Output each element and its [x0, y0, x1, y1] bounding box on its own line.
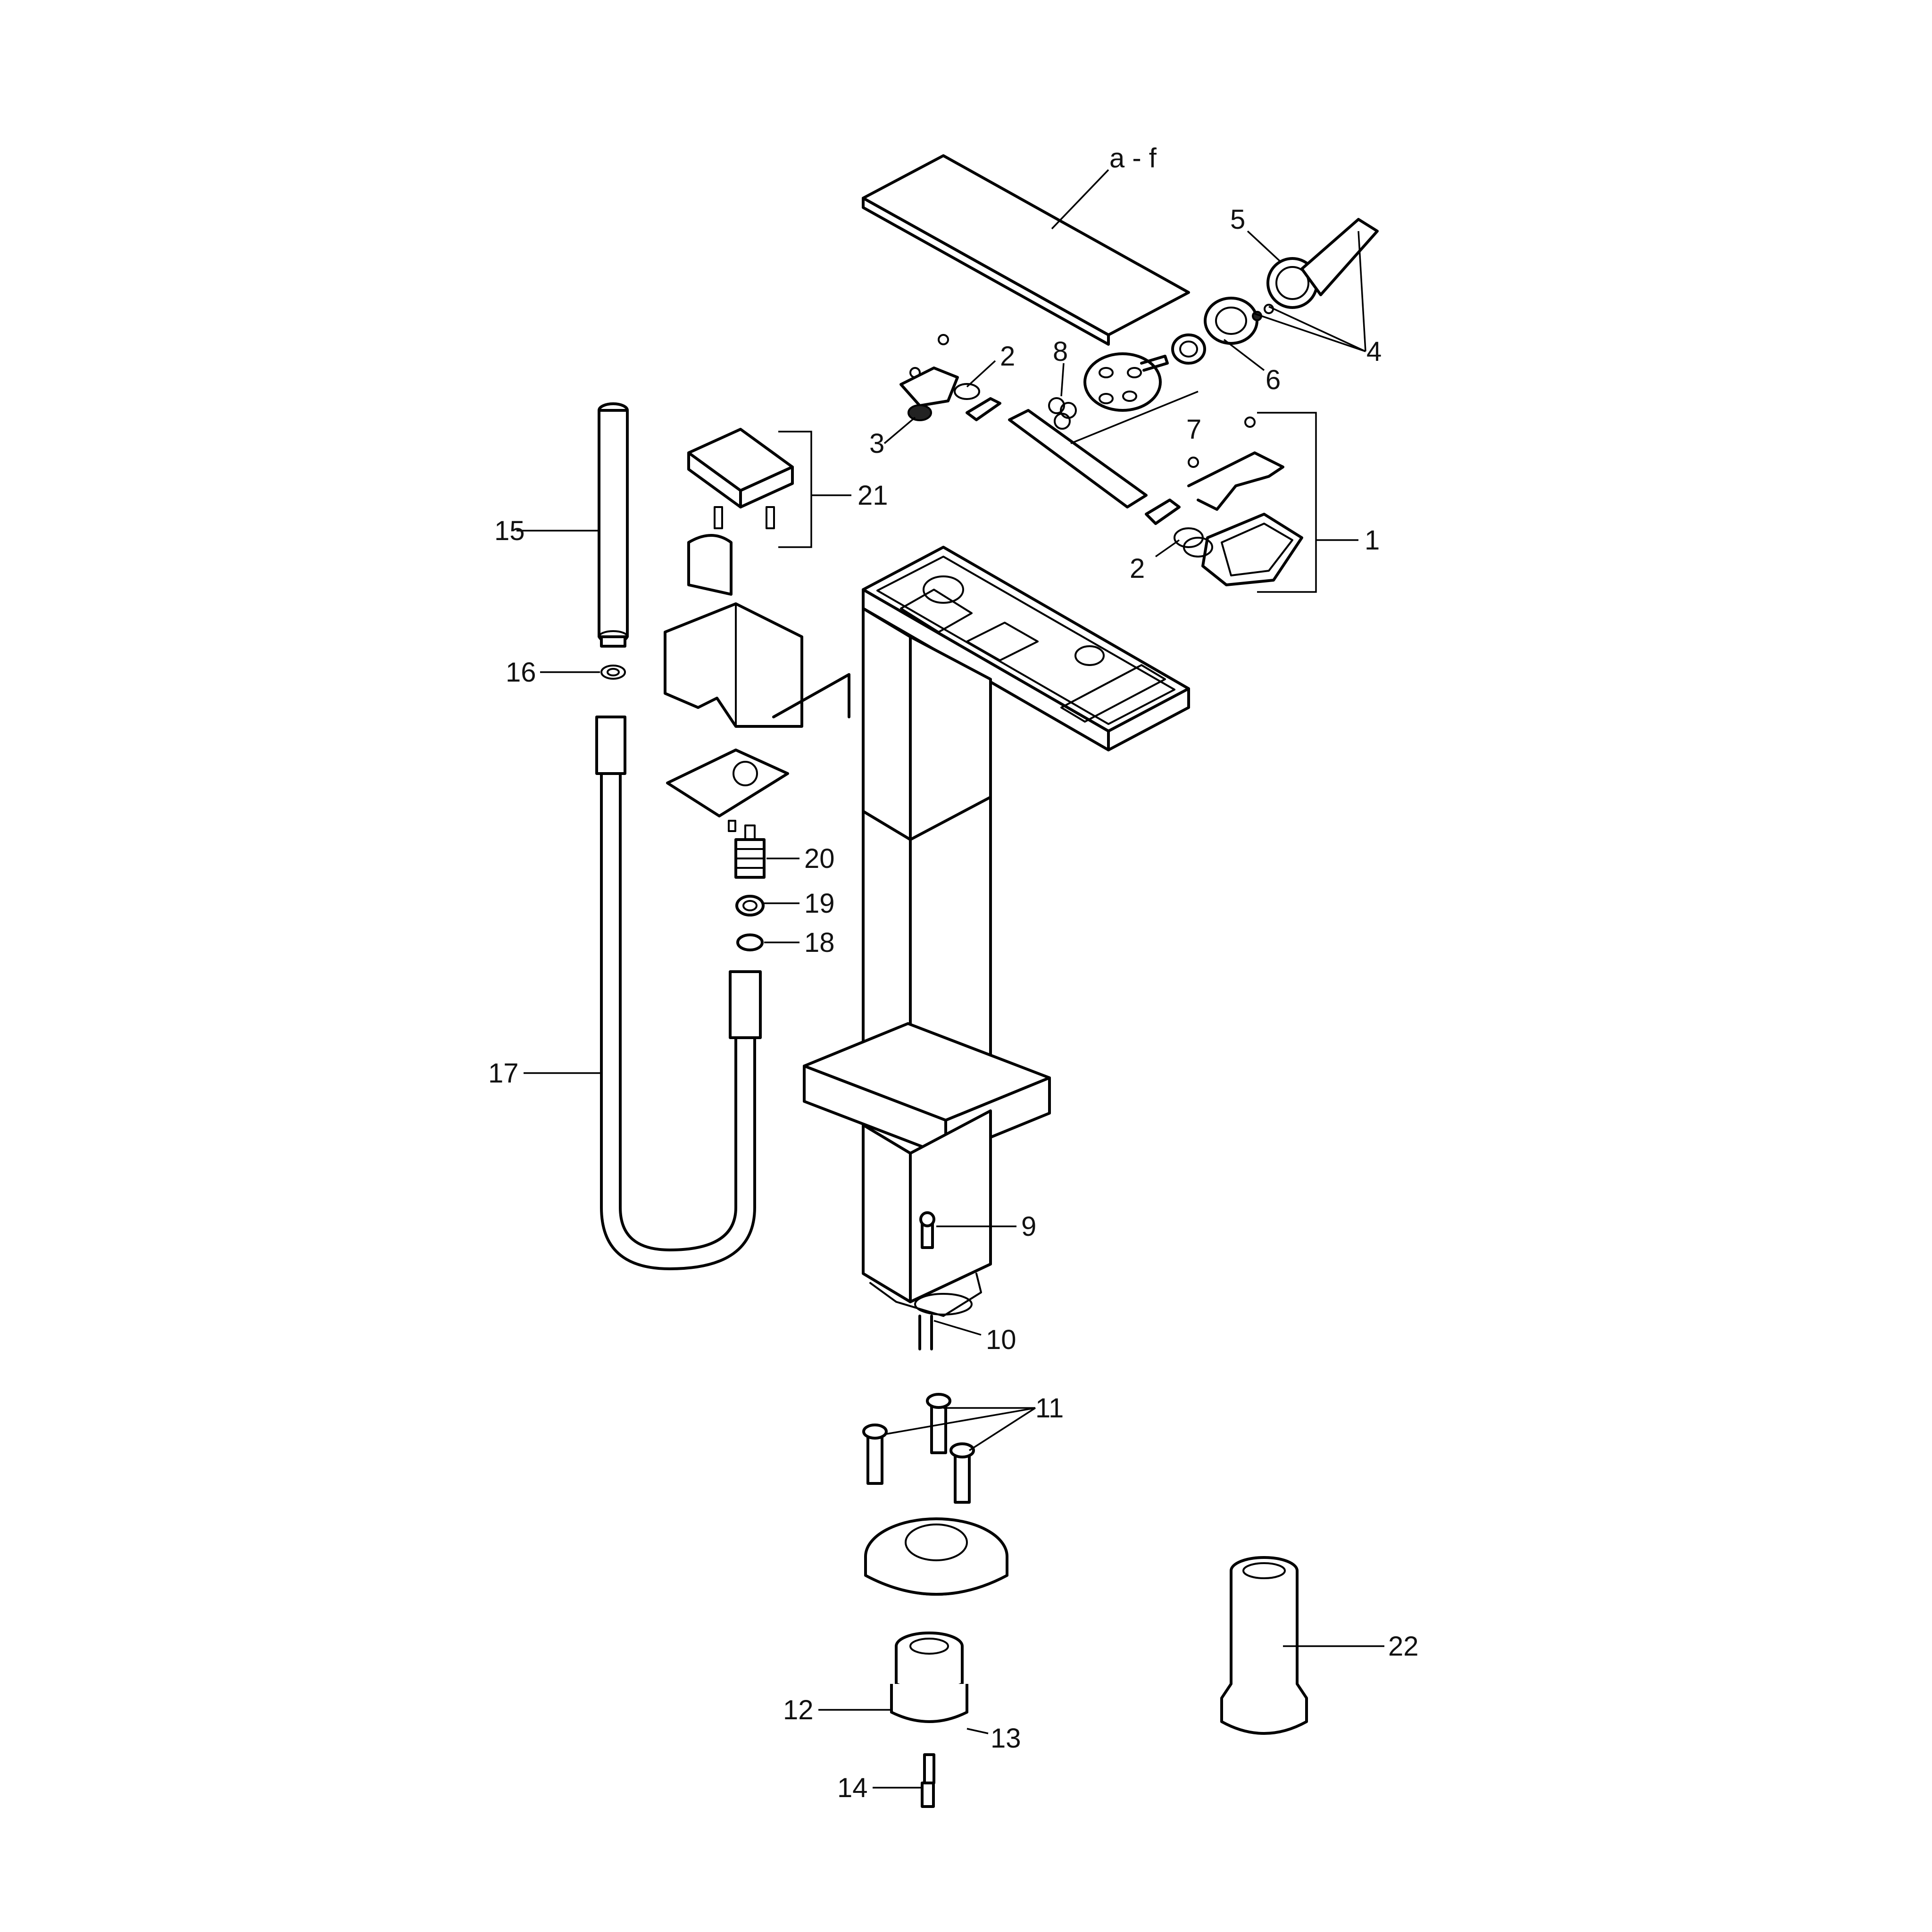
callout-15: 15: [494, 516, 525, 546]
callout-6: 6: [1266, 365, 1281, 395]
callout-2-lower: 2: [1130, 553, 1145, 584]
callout-5: 5: [1230, 204, 1245, 235]
callout-12: 12: [783, 1695, 814, 1725]
cartridge-group: [899, 218, 1379, 586]
callout-14: 14: [837, 1773, 868, 1803]
faucet-body: [803, 546, 1190, 1317]
callout-21: 21: [858, 480, 888, 511]
callout-19: 19: [804, 888, 835, 919]
callout-labels: a - f 5 4 6 7 8 2 3 2 1 15 21 16 20 19 1…: [488, 143, 1419, 1803]
callout-3: 3: [869, 428, 884, 459]
callout-8: 8: [1053, 336, 1068, 367]
callout-1: 1: [1365, 525, 1380, 556]
bottom-fixings: [862, 1211, 1308, 1808]
callout-16: 16: [506, 657, 536, 688]
callout-9: 9: [1021, 1211, 1036, 1242]
callout-17: 17: [488, 1058, 519, 1089]
callout-22: 22: [1388, 1631, 1419, 1662]
shower-holder-parts: [664, 428, 850, 832]
cover-plate-a-f: [862, 154, 1190, 346]
callout-a-f: a - f: [1109, 143, 1157, 174]
leader-lines: [516, 169, 1384, 1789]
cartridge-stack: [734, 824, 766, 951]
callout-2-upper: 2: [1000, 341, 1015, 372]
callout-4: 4: [1366, 336, 1382, 367]
shower-hose: [595, 716, 762, 1270]
callout-13: 13: [991, 1723, 1021, 1754]
callout-20: 20: [804, 843, 835, 874]
hand-shower: [598, 402, 629, 680]
callout-10: 10: [986, 1324, 1016, 1355]
callout-7: 7: [1186, 414, 1201, 445]
callout-18: 18: [804, 927, 835, 958]
callout-11: 11: [1035, 1393, 1064, 1424]
